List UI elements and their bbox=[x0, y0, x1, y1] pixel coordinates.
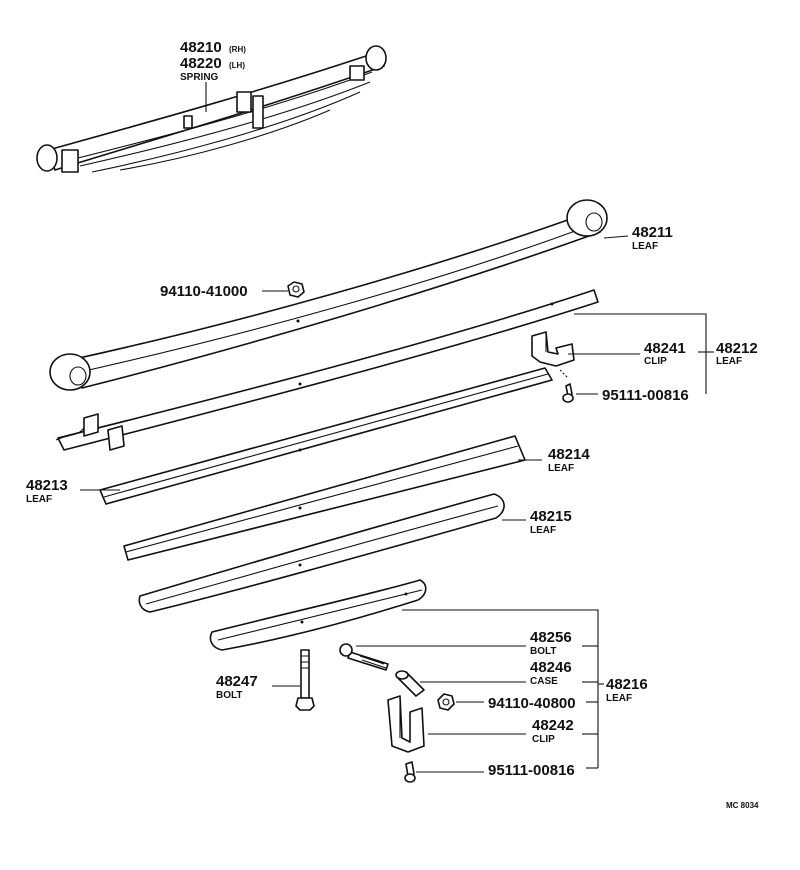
clip-48242 bbox=[387, 695, 425, 753]
bolt-95111-00816-upper bbox=[562, 383, 574, 403]
leader-lines bbox=[80, 82, 714, 773]
label-48216-leaf: LEAF bbox=[606, 693, 632, 704]
label-spring: SPRING bbox=[180, 72, 219, 83]
diagram-code: MC 8034 bbox=[726, 801, 759, 810]
bolt-48256 bbox=[339, 643, 389, 671]
label-48211: 48211 bbox=[632, 224, 673, 241]
label-48242: 48242 bbox=[532, 717, 574, 734]
label-48213: 48213 bbox=[26, 477, 68, 494]
label-95111-lower: 95111-00816 bbox=[488, 762, 575, 779]
nut-94110-41000 bbox=[287, 281, 305, 298]
label-48242-clip: CLIP bbox=[532, 734, 555, 745]
label-48213-leaf: LEAF bbox=[26, 494, 52, 505]
label-48215-leaf: LEAF bbox=[530, 525, 556, 536]
label-94110-41000: 94110-41000 bbox=[160, 283, 248, 300]
label-48247: 48247 bbox=[216, 673, 258, 690]
leaf-48213 bbox=[99, 367, 553, 505]
label-48256: 48256 bbox=[530, 629, 572, 646]
leaf-48216 bbox=[209, 579, 427, 651]
bolt-95111-00816-lower bbox=[404, 761, 416, 783]
leaf-48215 bbox=[138, 493, 505, 613]
label-48256-bolt: BOLT bbox=[530, 646, 556, 657]
label-lh-suffix: (LH) bbox=[229, 61, 245, 70]
label-48215: 48215 bbox=[530, 508, 572, 525]
label-rh-suffix: (RH) bbox=[229, 45, 246, 54]
bolt-48247 bbox=[295, 649, 315, 711]
spring-assembly bbox=[36, 45, 387, 173]
label-48214: 48214 bbox=[548, 446, 590, 463]
leaf-48211 bbox=[49, 199, 608, 391]
leaf-48212 bbox=[55, 289, 599, 451]
label-48220: 48220 bbox=[180, 55, 222, 72]
labels: 48210 (RH) 48220 (LH) SPRING 48211 LEAF … bbox=[26, 39, 759, 810]
label-94110-40800: 94110-40800 bbox=[488, 695, 576, 712]
case-48246 bbox=[395, 670, 425, 697]
label-48246-case: CASE bbox=[530, 676, 558, 687]
label-48246: 48246 bbox=[530, 659, 572, 676]
label-48241: 48241 bbox=[644, 340, 686, 357]
label-48212-leaf: LEAF bbox=[716, 356, 742, 367]
label-48241-clip: CLIP bbox=[644, 356, 667, 367]
label-48247-bolt: BOLT bbox=[216, 690, 242, 701]
label-95111-upper: 95111-00816 bbox=[602, 387, 689, 404]
label-48211-leaf: LEAF bbox=[632, 241, 658, 252]
label-48216: 48216 bbox=[606, 676, 648, 693]
label-48214-leaf: LEAF bbox=[548, 463, 574, 474]
clip-48241 bbox=[531, 331, 575, 367]
nut-94110-40800 bbox=[437, 693, 455, 711]
label-48212: 48212 bbox=[716, 340, 758, 357]
label-48210: 48210 bbox=[180, 39, 222, 56]
